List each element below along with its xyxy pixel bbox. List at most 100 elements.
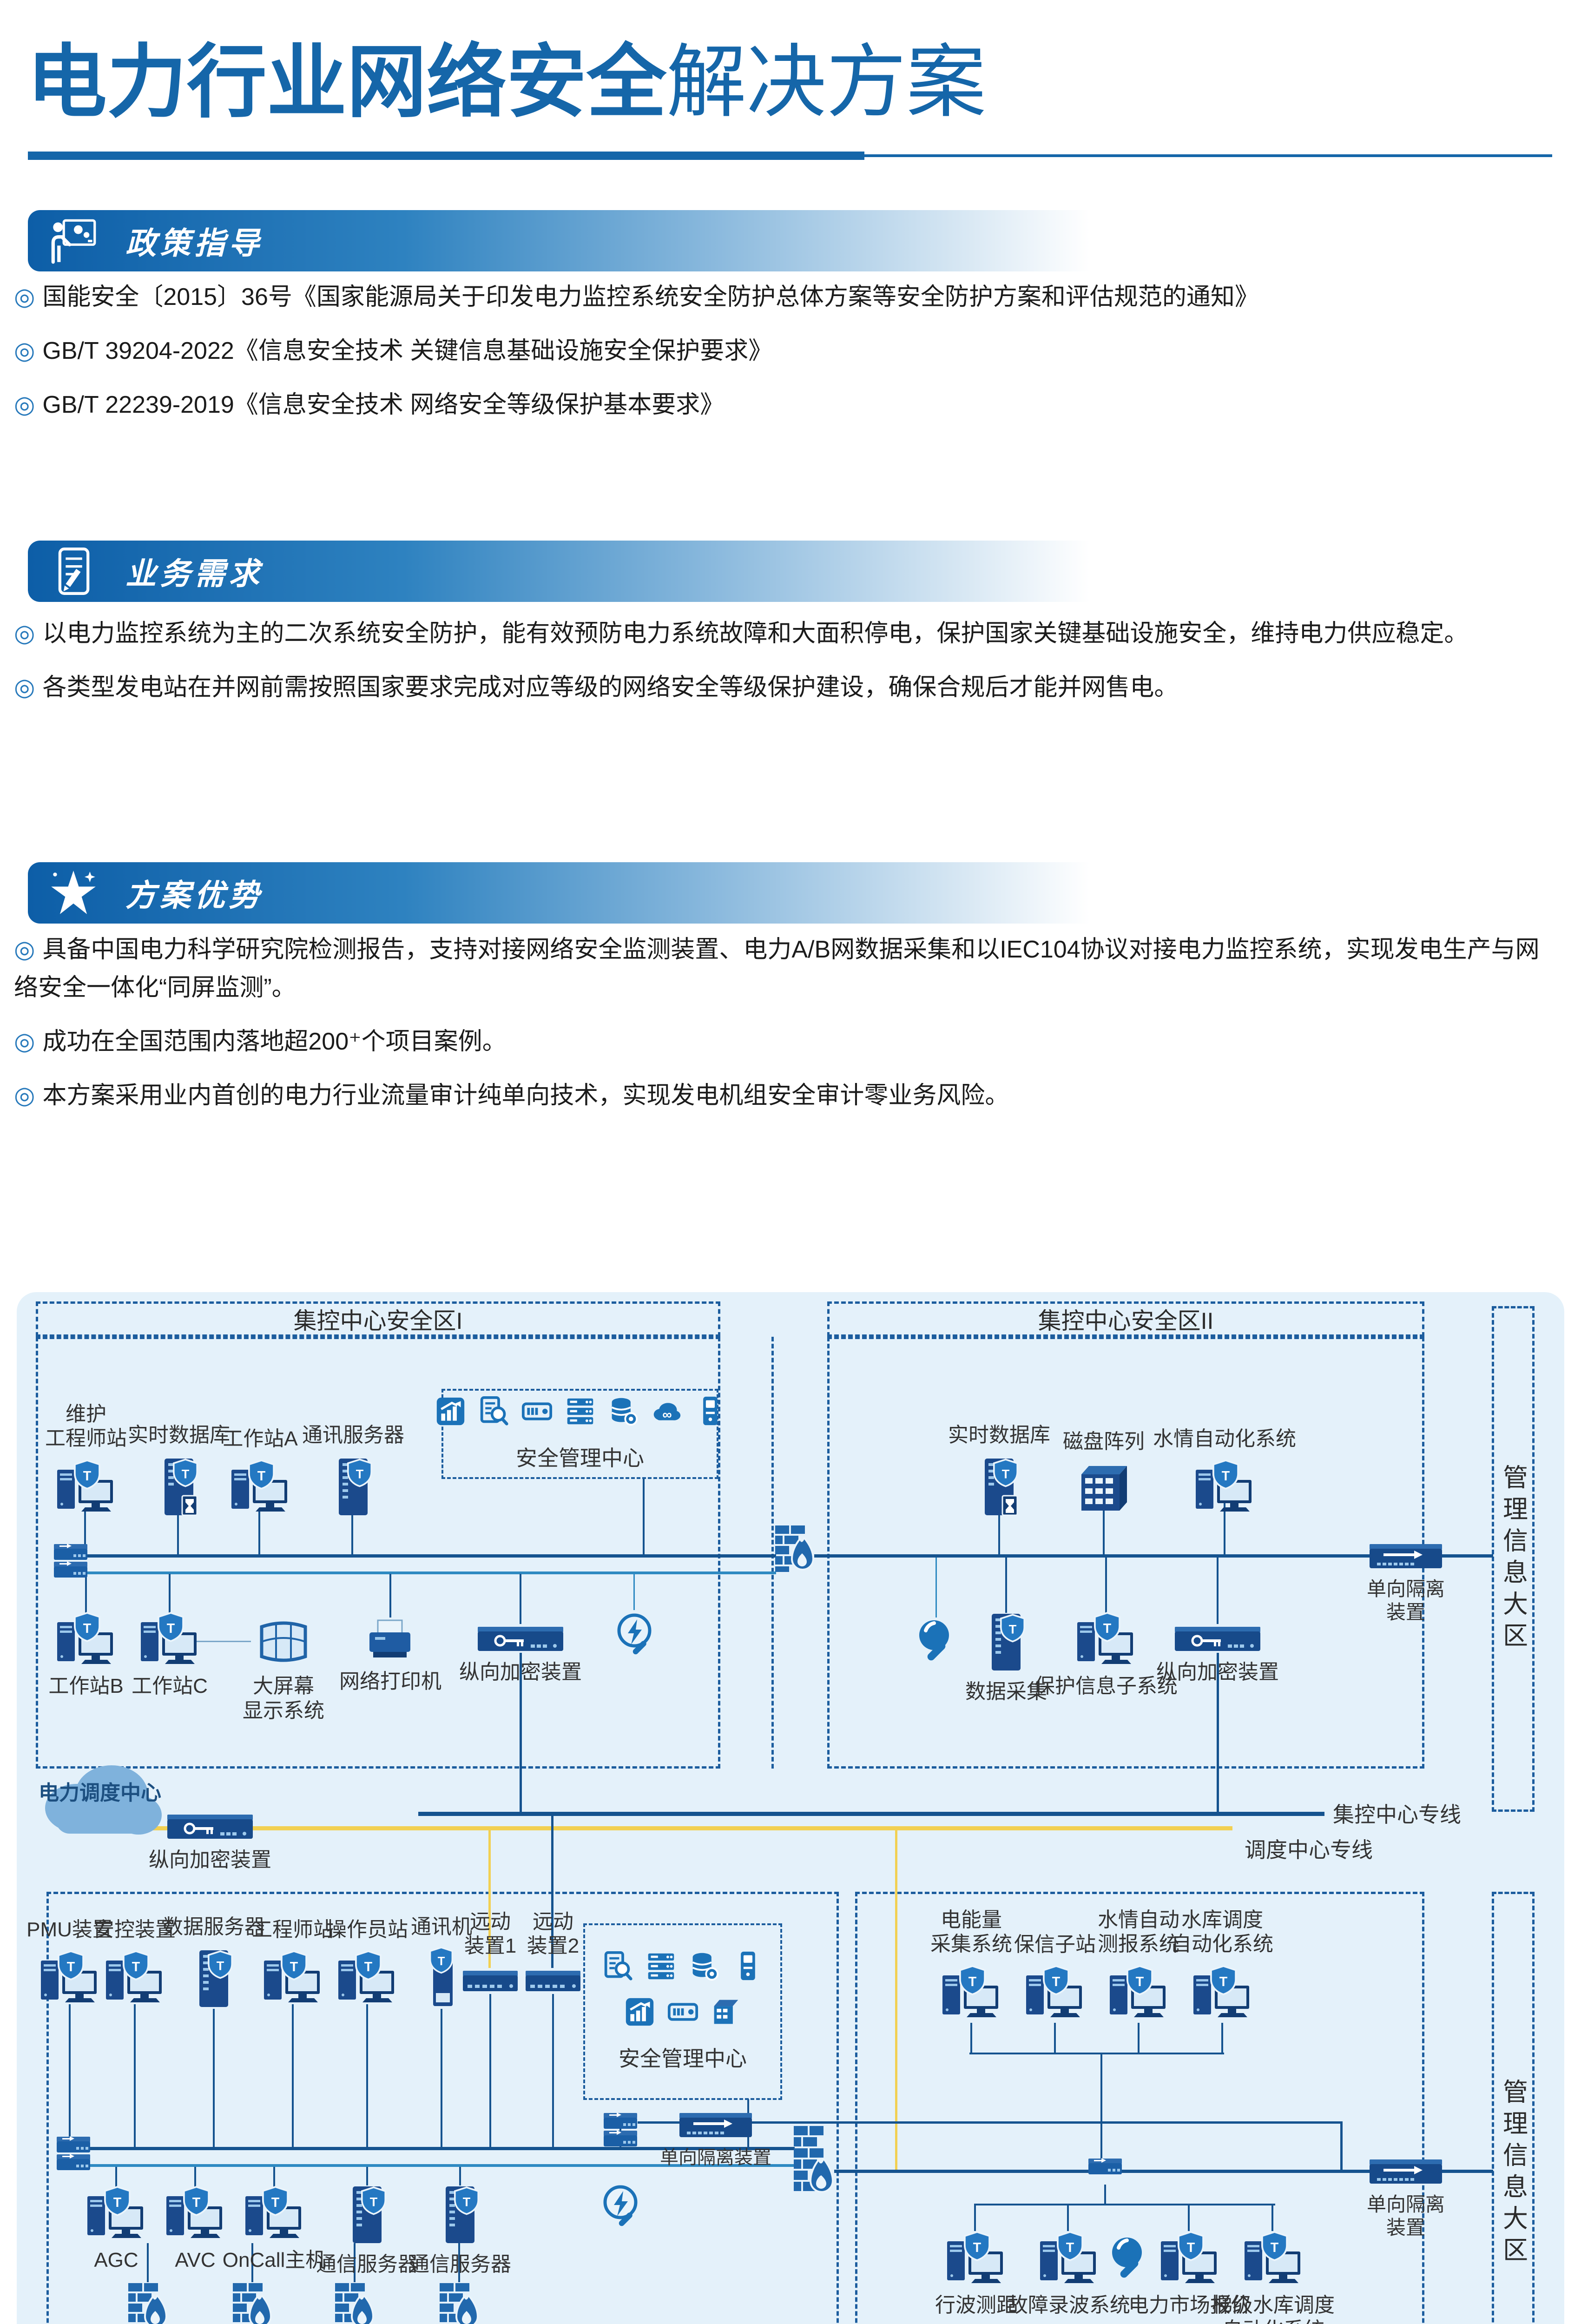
bullet-text: 各类型发电站在并网前需按照国家要求完成对应等级的网络安全等级保护建设，确保合规后… xyxy=(42,674,1179,701)
device-label: 数据采集 xyxy=(965,1680,1047,1703)
workstation-shield-icon: T xyxy=(55,1459,117,1518)
page-title-bold: 电力行业网络安全 xyxy=(27,38,666,127)
zone-label: 管理信息大区 xyxy=(1499,2079,1527,2268)
svg-text:T: T xyxy=(192,2195,201,2210)
connection-line xyxy=(744,2121,1342,2124)
device-label: 工作站A xyxy=(223,1427,298,1451)
bullet-marker-icon: ◎ xyxy=(14,674,35,701)
bullet-text: GB/T 39204-2022《信息安全技术 关键信息基础设施安全保护要求》 xyxy=(42,337,773,365)
workstation-shield-icon: T xyxy=(1194,1459,1255,1518)
ics-monitor-audit-icon xyxy=(601,2181,640,2239)
svg-text:T: T xyxy=(67,1960,75,1974)
device-label: 维护 工程师站 xyxy=(45,1402,127,1450)
connection-line xyxy=(638,2121,689,2124)
connection-line xyxy=(134,2004,136,2148)
device-label: 工程师站 xyxy=(252,1918,334,1941)
connection-line xyxy=(292,2004,294,2148)
connection-line xyxy=(69,2004,71,2148)
disk-box-icon xyxy=(711,1996,742,2030)
connection-line xyxy=(895,1830,897,2171)
security-zone-title: 集控中心安全区I xyxy=(36,1301,720,1337)
connection-line xyxy=(1103,1478,1105,1555)
section-title-policy: 政策指导 xyxy=(125,226,263,260)
bullet-text: 本方案采用业内首创的电力行业流量审计纯单向技术，实现发电机组安全审计零业务风险。 xyxy=(42,1082,1009,1109)
connection-line xyxy=(459,2167,461,2185)
device-label: 实时数据库 xyxy=(128,1424,230,1447)
connection-line xyxy=(1067,2205,1069,2231)
page-title: 电力行业网络安全解决方案 xyxy=(27,17,986,133)
firewall-icon xyxy=(438,2281,481,2324)
device-label: 远动 装置2 xyxy=(527,1910,580,1958)
server-shield-icon: T xyxy=(345,2184,389,2248)
one-way-isolation-device-icon xyxy=(1368,1539,1444,1573)
zone-label: 集控中心安全区I xyxy=(293,1308,463,1334)
connection-line xyxy=(551,1816,553,1968)
connection-line xyxy=(366,2004,368,2148)
device-label: 网络打印机 xyxy=(339,1670,441,1693)
security-zone-border xyxy=(771,1337,774,1769)
zone-label: 集控中心安全区II xyxy=(1038,1308,1214,1334)
device-label: 纵向加密装置 xyxy=(149,1849,271,1871)
svg-text:∞: ∞ xyxy=(662,1407,672,1422)
vertical-encryption-device-icon xyxy=(165,1811,255,1844)
server-shield-icon: T xyxy=(192,1948,236,2012)
device-label: 保信子站 xyxy=(1014,1933,1096,1956)
workstation-shield-icon: T xyxy=(941,1965,1002,2023)
bullet-item: ◎GB/T 22239-2019《信息安全技术 网络安全等级保护基本要求》 xyxy=(14,386,1553,424)
bullet-text: 成功在全国范围内落地超200⁺个项目案例。 xyxy=(42,1028,507,1056)
device-label: 通讯机 xyxy=(411,1915,472,1939)
intrusion-detection-magnifier-icon xyxy=(1107,2233,1151,2288)
workstation-shield-icon: T xyxy=(262,1950,323,2008)
bullet-marker-icon: ◎ xyxy=(14,936,35,963)
connection-line xyxy=(60,2147,795,2150)
dispatch-center-cloud-icon xyxy=(37,1748,163,1845)
connection-line xyxy=(1271,2205,1273,2231)
server-rack-icon xyxy=(565,1396,596,1429)
device-label: 行波测距 xyxy=(935,2294,1017,2317)
workstation-shield-icon: T xyxy=(139,1612,200,1670)
svg-text:T: T xyxy=(463,2195,471,2209)
workstation-shield-icon: T xyxy=(104,1950,165,2008)
svg-text:T: T xyxy=(1219,1974,1228,1989)
bullet-marker-icon: ◎ xyxy=(14,391,35,419)
server-shield-icon: T xyxy=(331,1456,375,1520)
connection-line xyxy=(1442,1554,1493,1558)
device-label: 纵向加密装置 xyxy=(459,1661,582,1684)
connection-line xyxy=(354,2243,356,2282)
device-label: 安控装置 xyxy=(94,1918,176,1941)
connection-line xyxy=(366,2167,368,2185)
connection-line xyxy=(258,1512,260,1555)
workstation-shield-icon: T xyxy=(230,1459,291,1518)
connection-line xyxy=(520,1574,521,1624)
connection-line xyxy=(970,2023,972,2053)
svg-text:T: T xyxy=(1103,1621,1112,1636)
connection-line xyxy=(213,2009,215,2148)
device-label: 水库调度 自动化系统 xyxy=(1171,1908,1273,1956)
bullet-item: ◎GB/T 39204-2022《信息安全技术 关键信息基础设施安全保护要求》 xyxy=(14,332,1553,370)
connection-line xyxy=(458,2243,460,2282)
bullet-text: 具备中国电力科学研究院检测报告，支持对接网络安全监测装置、电力A/B网数据采集和… xyxy=(14,936,1540,1002)
media-check-station-icon xyxy=(694,1396,725,1429)
connection-line xyxy=(633,1574,635,1610)
connection-line xyxy=(974,2204,1275,2205)
svg-text:T: T xyxy=(1066,2240,1074,2255)
bullet-text: 国能安全〔2015〕36号《国家能源局关于印发电力监控系统安全防护总体方案等安全… xyxy=(42,284,1259,310)
page-title-light: 解决方案 xyxy=(666,38,986,127)
server-shield-hourglass-icon: T xyxy=(157,1456,201,1520)
policy-icon xyxy=(49,217,98,265)
workstation-shield-icon: T xyxy=(1159,2231,1220,2289)
firewall-icon xyxy=(773,1524,816,1575)
firewall-icon xyxy=(792,2124,835,2199)
security-zone-border xyxy=(46,1892,839,2324)
connection-line xyxy=(351,1515,353,1555)
device-label: 电力调度中心 xyxy=(39,1781,161,1804)
svg-text:T: T xyxy=(438,1955,445,1968)
connection-line xyxy=(974,2205,976,2231)
bullet-item: ◎具备中国电力科学研究院检测报告，支持对接网络安全监测装置、电力A/B网数据采集… xyxy=(14,931,1553,1007)
bullet-item: ◎ 各类型发电站在并网前需按照国家要求完成对应等级的网络安全等级保护建设，确保合规… xyxy=(14,668,1553,706)
firewall-icon xyxy=(231,2281,274,2324)
server-shield-icon: T xyxy=(438,2184,482,2248)
telecontrol-device-icon xyxy=(524,1967,582,1997)
device-label: 故障录波系统 xyxy=(1008,2294,1130,2317)
